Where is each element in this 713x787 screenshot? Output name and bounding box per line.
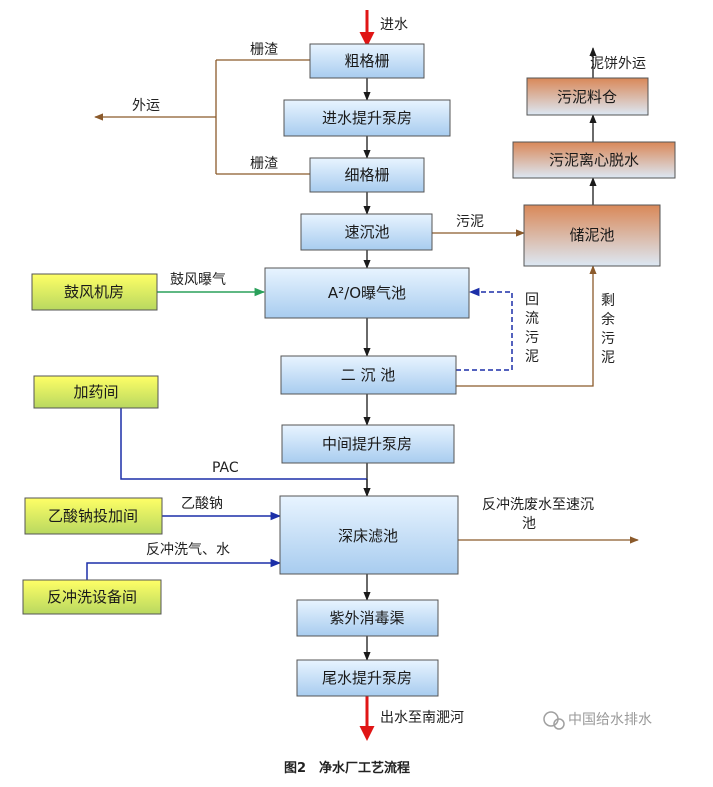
- excess-sludge-line: [456, 265, 597, 387]
- label-pac: PAC: [212, 460, 239, 476]
- label-return-sludge-char: 回: [525, 292, 539, 308]
- box-backwash-room-label: 反冲洗设备间: [47, 588, 137, 606]
- screen-residue-lines: [94, 59, 310, 175]
- label-cake-haul: 泥饼外运: [590, 56, 646, 72]
- label-backwash-waste: 反冲洗废水至速沉 池: [482, 497, 598, 532]
- box-deep-bed-filter: 深床滤池: [279, 495, 459, 575]
- box-sludge-silo-label: 污泥料仓: [557, 88, 617, 106]
- wechat-icon: [543, 711, 559, 727]
- box-acetate-dosing-room-label: 乙酸钠投加间: [48, 507, 138, 525]
- box-fine-screen: 细格栅: [309, 157, 425, 193]
- label-sludge: 污泥: [456, 214, 484, 230]
- label-excess-sludge-char: 余: [601, 311, 615, 328]
- box-ao-tank: A²/O曝气池: [264, 267, 470, 319]
- box-inlet-pump-label: 进水提升泵房: [322, 109, 412, 127]
- box-tail-pump-label: 尾水提升泵房: [322, 669, 412, 687]
- box-deep-bed-filter-label: 深床滤池: [338, 527, 398, 545]
- label-return-sludge-char: 污: [525, 330, 539, 346]
- label-blower-air: 鼓风曝气: [170, 272, 226, 288]
- watermark-text: 中国给水排水: [568, 712, 652, 728]
- return-sludge-line: [456, 287, 513, 371]
- label-inflow: 进水: [380, 17, 408, 33]
- label-screen-residue-2: 栅渣: [250, 156, 278, 172]
- label-return-sludge-char: 流: [525, 311, 539, 327]
- box-coarse-screen-label: 粗格栅: [344, 52, 389, 70]
- box-secondary-clarifier: 二 沉 池: [280, 355, 457, 395]
- box-dosing-room-label: 加药间: [73, 383, 118, 401]
- box-inlet-pump: 进水提升泵房: [283, 99, 451, 137]
- box-dosing-room: 加药间: [33, 375, 159, 409]
- label-excess-sludge-char: 剩: [601, 293, 615, 309]
- box-blower-room: 鼓风机房: [31, 273, 158, 311]
- box-mid-pump: 中间提升泵房: [281, 424, 455, 464]
- box-uv-channel: 紫外消毒渠: [296, 599, 439, 637]
- box-blower-room-label: 鼓风机房: [64, 283, 124, 301]
- box-centrifuge-label: 污泥离心脱水: [549, 151, 639, 169]
- label-screen-residue-1: 栅渣: [250, 42, 278, 58]
- box-uv-channel-label: 紫外消毒渠: [329, 609, 404, 627]
- label-return-sludge-char: 泥: [525, 349, 539, 365]
- box-coarse-screen: 粗格栅: [309, 43, 425, 79]
- box-fine-screen-label: 细格栅: [344, 166, 389, 184]
- box-sludge-thickener: 储泥池: [523, 204, 661, 267]
- label-outflow: 出水至南淝河: [380, 710, 464, 726]
- box-acetate-dosing-room: 乙酸钠投加间: [24, 497, 163, 535]
- box-backwash-room: 反冲洗设备间: [22, 579, 162, 615]
- box-rapid-settling: 速沉池: [300, 213, 433, 251]
- box-rapid-settling-label: 速沉池: [344, 223, 389, 241]
- box-sludge-silo: 污泥料仓: [526, 77, 649, 116]
- label-haul-out: 外运: [132, 98, 160, 114]
- label-excess-sludge-char: 污: [601, 331, 615, 347]
- box-ao-tank-label: A²/O曝气池: [328, 284, 406, 302]
- box-centrifuge: 污泥离心脱水: [512, 141, 676, 179]
- label-backwash-air-water: 反冲洗气、水: [146, 542, 230, 558]
- box-secondary-clarifier-label: 二 沉 池: [341, 366, 396, 384]
- watermark: 中国给水排水: [543, 711, 652, 730]
- label-sodium-acetate: 乙酸钠: [181, 496, 223, 512]
- box-tail-pump: 尾水提升泵房: [296, 659, 439, 697]
- main-flow-lines: [363, 47, 597, 661]
- box-mid-pump-label: 中间提升泵房: [322, 435, 412, 453]
- box-sludge-thickener-label: 储泥池: [569, 226, 614, 244]
- label-excess-sludge-char: 泥: [601, 350, 615, 366]
- chemical-feed-lines: [86, 408, 371, 580]
- figure-caption: 图2 净水厂工艺流程: [284, 760, 410, 776]
